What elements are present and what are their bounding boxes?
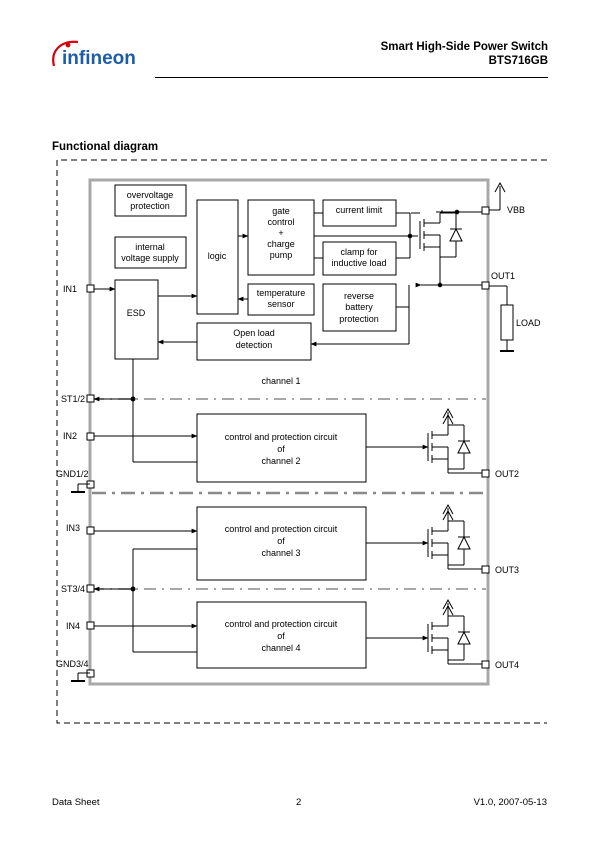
pin-in3-square (86, 526, 95, 535)
pin-out4-label: OUT4 (495, 660, 519, 670)
pin-gnd12-label: GND1/2 (56, 469, 89, 479)
pin-in3-label: IN3 (66, 523, 80, 533)
logo-swoosh-icon (52, 40, 79, 67)
ch4-label-1: control and protection circuit (225, 619, 338, 629)
chip-frame (88, 178, 490, 686)
reverse-label-1: reverse (344, 291, 374, 301)
ch3-label-1: control and protection circuit (225, 524, 338, 534)
reverse-label-3: protection (339, 314, 379, 324)
clamp-label-2: inductive load (331, 258, 386, 268)
footer-right: V1.0, 2007-05-13 (473, 797, 547, 808)
logo-dot-icon (65, 42, 71, 48)
pin-st12-label: ST1/2 (61, 394, 85, 404)
gate-label-2: control (267, 217, 294, 227)
document-title: Smart High-Side Power Switch BTS716GB (381, 40, 548, 68)
pin-out1-label: OUT1 (491, 271, 515, 281)
internal-supply-label-1: internal (135, 242, 165, 252)
internal-supply-label-2: voltage supply (121, 253, 179, 263)
pin-vbb-label: VBB (507, 205, 525, 215)
pin-st34-label: ST3/4 (61, 584, 85, 594)
gate-label-4: charge (267, 239, 295, 249)
open-load-label-2: detection (236, 340, 273, 350)
logic-box (196, 199, 239, 315)
clamp-label-1: clamp for (340, 247, 377, 257)
pin-in1-label: IN1 (63, 284, 77, 294)
overvoltage-label-1: overvoltage (127, 190, 174, 200)
pin-out4-square (481, 660, 490, 669)
ch2-label-3: channel 2 (261, 456, 300, 466)
header-rule (155, 77, 548, 78)
channel-1-label: channel 1 (261, 376, 300, 386)
esd-box (114, 279, 159, 360)
ch3-label-3: channel 3 (261, 548, 300, 558)
pin-gnd34-label: GND3/4 (56, 659, 89, 669)
overvoltage-protection-box (114, 184, 187, 217)
temp-label-1: temperature (257, 288, 306, 298)
internal-voltage-supply-box (114, 236, 187, 269)
gate-label-5: pump (270, 250, 293, 260)
section-title: Functional diagram (52, 141, 159, 153)
pin-load-label: LOAD (516, 318, 541, 328)
pin-out2-label: OUT2 (495, 469, 519, 479)
pin-in2-square (86, 432, 95, 441)
pin-in4-label: IN4 (66, 621, 80, 631)
temp-label-2: sensor (267, 299, 294, 309)
gate-label-1: gate (272, 206, 290, 216)
logic-label: logic (208, 251, 227, 261)
reverse-label-2: battery (345, 302, 373, 312)
footer-left: Data Sheet (52, 797, 100, 808)
ch3-label-2: of (277, 536, 285, 546)
outer-dashed-boundary (56, 159, 547, 724)
pin-out2-square (481, 469, 490, 478)
current-limit-label: current limit (336, 205, 383, 215)
pin-st12-square (86, 394, 95, 403)
infineon-logo: infineon (52, 40, 136, 69)
ch2-label-1: control and protection circuit (225, 432, 338, 442)
channel-4-box (196, 601, 367, 669)
ch4-label-2: of (277, 631, 285, 641)
overvoltage-label-2: protection (130, 201, 170, 211)
esd-label: ESD (127, 308, 146, 318)
title-line-2: BTS716GB (488, 55, 548, 67)
footer-page-number: 2 (296, 797, 302, 808)
pin-out1-square (481, 281, 490, 290)
pin-out3-label: OUT3 (495, 565, 519, 575)
pin-out3-square (481, 565, 490, 574)
pin-in4-square (86, 621, 95, 630)
pin-vbb-square (481, 206, 490, 215)
pin-in2-label: IN2 (63, 431, 77, 441)
ch4-label-3: channel 4 (261, 643, 300, 653)
load-resistor (500, 304, 514, 341)
title-line-1: Smart High-Side Power Switch (380, 41, 548, 53)
pin-st34-square (86, 584, 95, 593)
logo-text: infineon (62, 48, 136, 69)
open-load-label-1: Open load (233, 328, 275, 338)
gate-label-3: + (278, 228, 283, 238)
channel-2-box (196, 413, 367, 483)
pin-in1-square (86, 284, 95, 293)
ch2-label-2: of (277, 444, 285, 454)
